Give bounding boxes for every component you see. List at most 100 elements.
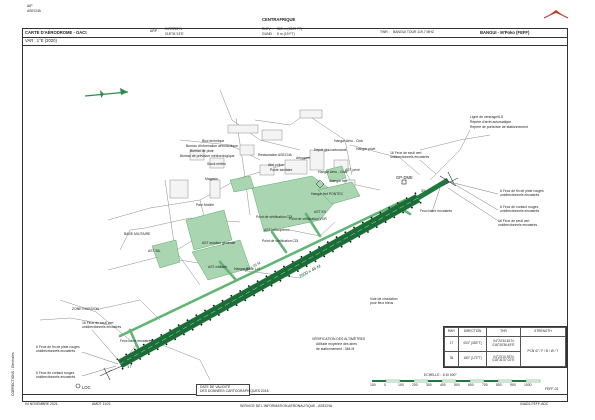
note-feux-seuil-vert-right-1: 16 Feux de seuil vert <box>498 219 530 223</box>
label-ast-militaire: AST militaire <box>208 265 228 269</box>
scale-tick-label: 700 <box>482 383 488 387</box>
note-feux-fin-right-1: 6 Feux de fin de piste rouges <box>500 189 544 193</box>
label-depot: Dépôt des carburants <box>314 148 347 152</box>
footer-code-2: FEFF-01 <box>545 387 559 391</box>
note-feux-fin-right-2: unidirectionnels encastrés <box>500 193 540 197</box>
label-gp-dme: GP-DME <box>396 175 413 180</box>
note-feux-seuil-right-1: 16 Feux de seuil vert <box>390 151 422 155</box>
scale-tick-label: 900 <box>510 383 516 387</box>
label-abri-police: Abri police <box>268 163 284 167</box>
footer-date: 04 NOVEMBRE 2021 <box>25 402 58 406</box>
label-zone-emission: ZONE EMISSION <box>72 307 99 311</box>
footer-code: 04AD2-FEFF-ADC <box>520 402 549 406</box>
label-hangar-prive: Hangar privé <box>356 147 376 151</box>
note-feux-fin-left-2: unidirectionnels encastrés <box>36 349 76 353</box>
footer-divider <box>22 394 567 395</box>
twr-value: BANGUI TOUR 119,7 MHZ <box>393 30 434 34</box>
label-bureau-piste: Bureau de piste <box>190 149 214 153</box>
cell-thr-lat: 04°23'10.93"N <box>493 354 514 359</box>
note-verif-alt-2: Altitude moyenne des aires <box>316 342 357 346</box>
note-verif-alt-1: VÉRIFICATION DES ALTIMÈTRES <box>312 337 366 341</box>
note-feux-contact-left-2: unidirectionnels encastrés <box>36 375 76 379</box>
aip-label: AIP <box>27 4 33 8</box>
magnetic-variation: VAR : 1°E (2020) <box>25 38 57 43</box>
cell-direction: 183° (173°T) <box>457 350 488 368</box>
note-voie-circulation-2: pour feux bleus <box>370 301 394 305</box>
cell-rwy: 17 <box>444 335 459 352</box>
label-hangar-air-club: Hangar Aéro - Club <box>334 139 364 143</box>
label-hangar-air-club-2: Hangar Aéro - Club <box>318 170 348 174</box>
arp-label: ARP : <box>150 29 159 33</box>
scale-tick-label: 300 <box>426 383 432 387</box>
twr-label: TWR : <box>380 30 390 34</box>
table-header-row: RWY DIRECTION THR STRENGTH <box>444 327 567 337</box>
label-base-militaire: BASE MILITAIRE <box>124 232 151 236</box>
ils-note-1: Ligne de centrage/ILS <box>470 115 504 119</box>
col-strength: STRENGTH <box>519 327 567 337</box>
asecna-label: ASECNA <box>27 9 41 13</box>
validity-box <box>196 384 250 396</box>
gund-label: GUND : <box>262 32 274 36</box>
note-feux-fin-left-1: 6 Feux de fin de piste rouges <box>36 345 80 349</box>
cell-strength: PCN 47 / F / B / W / T <box>519 335 567 368</box>
scale-tick-label: 500 <box>454 383 460 387</box>
cell-thr-lon: 018°30'36.49"E <box>492 342 515 347</box>
validity-line-2: DES DONNÉES CARTOGRAPHIQUES 2018 <box>200 389 269 393</box>
label-hangar-fret: Hangar fret <box>330 179 347 183</box>
col-rwy: RWY <box>444 327 459 337</box>
scale-tick-label: 400 <box>440 383 446 387</box>
elev-value: 369 m (1209 FT) <box>277 27 303 31</box>
note-feux-seuil-vert-right-2: unidirectionnels encastrés <box>498 223 538 227</box>
label-point-verif-cdi: Point de vérification CDI <box>256 215 293 219</box>
gund-value: 6 m (19 FT) <box>277 32 295 36</box>
note-verif-alt-3: de stationnement : 364 M <box>316 347 355 351</box>
note-voie-circulation-1: Voie de circulation <box>370 297 398 301</box>
side-note: CORRECTIONS : Générales <box>11 352 15 396</box>
label-hangar-base-lh: Hangar Base L.H <box>234 267 261 271</box>
label-restauration: Restauration ASECNA <box>258 153 292 157</box>
cell-thr-lat: 04°24'34.81"N <box>493 339 514 344</box>
scale-tick-label: 800 <box>496 383 502 387</box>
ils-note-2: Repère d'arrêt automatique <box>470 120 512 124</box>
label-ast-helicopteres: AST hélicoptères <box>264 228 290 232</box>
label-bureau-meteo: Bureau de prévision météorologique <box>180 154 235 158</box>
label-aerogare: Aérogare <box>296 156 310 160</box>
label-point-verif-cdi-2: Point de vérification CDI <box>262 239 299 243</box>
elev-label: ELEV : <box>262 27 273 31</box>
label-ast-ex: AST EX <box>314 210 326 214</box>
scale-tick-label: 600 <box>468 383 474 387</box>
note-feux-barre-right: Feux barre encastrés <box>420 209 453 213</box>
col-thr: THR <box>486 327 521 337</box>
asecna-logo <box>543 10 569 19</box>
note-feux-contact-right-1: 6 Feux de contact rouges <box>500 205 539 209</box>
label-ast-aviation-generale: AST aviation générale <box>202 241 236 245</box>
label-magasin: Magasin <box>205 177 218 181</box>
country-title: CENTRAFRIQUE <box>262 17 296 22</box>
validity-line-1: DATE DE VALIDITÉ <box>200 385 231 389</box>
note-feux-barre-left: Feux barre encastrés <box>120 339 153 343</box>
label-stock-meteo: Stock météo <box>207 162 226 166</box>
chart-title: CARTE D'AÉRODROME - OACI <box>25 30 87 35</box>
arp-lon: 018°31'13"E <box>165 32 184 36</box>
label-loc: LOC <box>82 385 91 390</box>
scale-tick-label: 0 <box>384 383 386 387</box>
footer-amdt: AMDT 11/21 <box>92 402 111 406</box>
scale-tick-label: 200 <box>412 383 418 387</box>
label-parc-mobile: Parc Mobile <box>196 203 214 207</box>
runway-data-table: RWY DIRECTION THR STRENGTH 17 003° (353°… <box>443 326 567 368</box>
header-divider <box>22 37 567 38</box>
ils-note-3: Repère de porte/axe de stationnement <box>470 125 528 129</box>
aerodrome-name: BANGUI - M'Poko (FEFF) <box>480 30 530 35</box>
note-feux-seuil-left-1: 16 Feux de seuil vert <box>82 321 114 325</box>
scale-tick-label: 1000 <box>524 383 532 387</box>
note-feux-seuil-left-2: unidirectionnels encastrés <box>82 325 122 329</box>
label-point-verif-vor: Point de vérification VOR <box>289 217 327 221</box>
scale-tick-label: 100 <box>398 383 404 387</box>
label-bloc-technique: Bloc technique <box>202 139 225 143</box>
note-feux-contact-right-2: unidirectionnels encastrés <box>500 209 540 213</box>
